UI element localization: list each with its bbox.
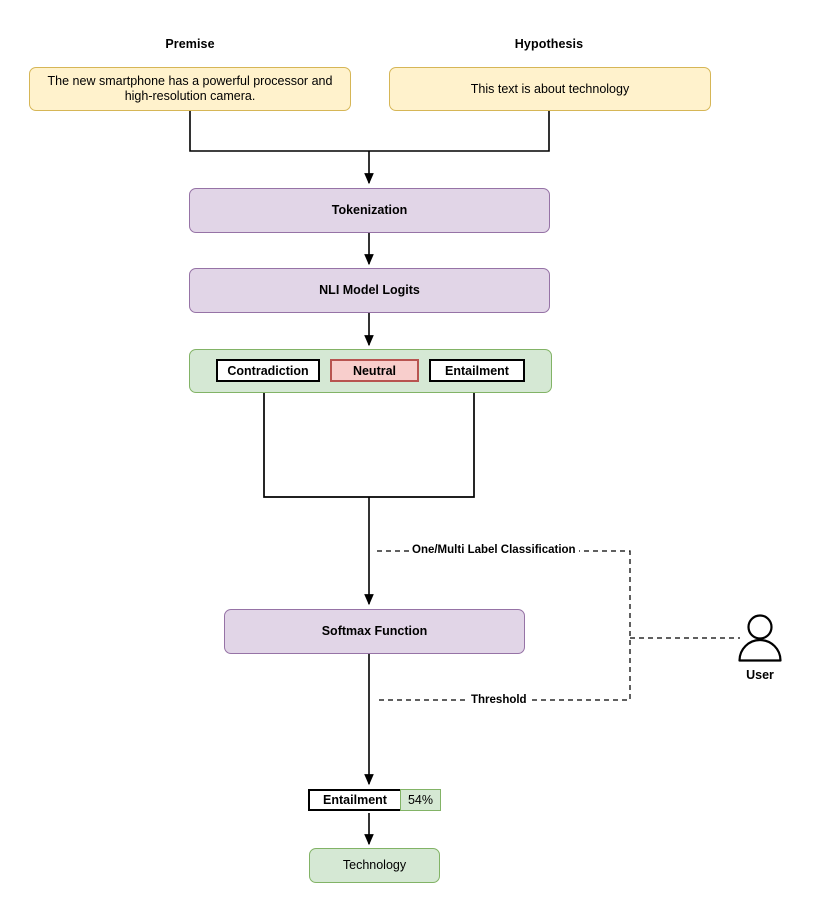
- premise-box[interactable]: The new smartphone has a powerful proces…: [29, 67, 351, 111]
- logit-labels-container: Contradiction Neutral Entailment: [189, 349, 552, 393]
- premise-title: Premise: [165, 37, 215, 51]
- user-caption: User: [746, 668, 774, 682]
- tokenization-box[interactable]: Tokenization: [189, 188, 550, 233]
- label-chip-entailment[interactable]: Entailment: [429, 359, 525, 382]
- edge-label-classification-mode: One/Multi Label Classification: [409, 544, 579, 557]
- result-label-entailment[interactable]: Entailment: [308, 789, 402, 811]
- label-chip-neutral[interactable]: Neutral: [330, 359, 419, 382]
- user-icon: [738, 614, 782, 662]
- label-chip-contradiction[interactable]: Contradiction: [216, 359, 320, 382]
- result-score-badge: 54%: [400, 789, 441, 811]
- edge-label-threshold: Threshold: [468, 694, 530, 707]
- nli-model-logits-box[interactable]: NLI Model Logits: [189, 268, 550, 313]
- hypothesis-box[interactable]: This text is about technology: [389, 67, 711, 111]
- softmax-function-box[interactable]: Softmax Function: [224, 609, 525, 654]
- output-box-technology[interactable]: Technology: [309, 848, 440, 883]
- hypothesis-title: Hypothesis: [514, 37, 584, 51]
- user-actor[interactable]: User: [728, 613, 792, 682]
